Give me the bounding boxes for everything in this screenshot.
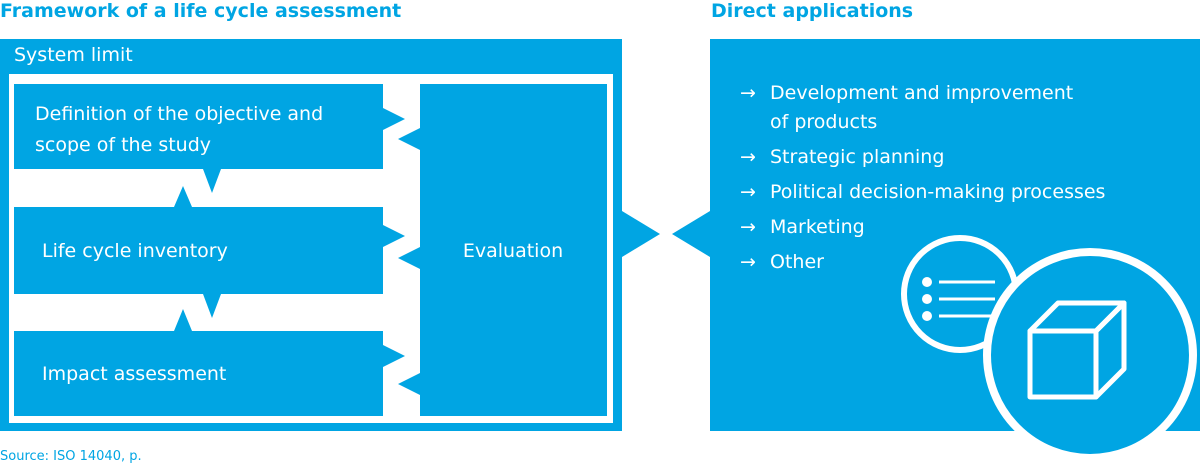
- arrow-right-icon: →: [740, 216, 756, 238]
- application-label: Marketing: [770, 216, 865, 238]
- impact-label: Impact assessment: [42, 363, 227, 385]
- arrow-right-icon: →: [740, 251, 756, 273]
- applications-list: → Development and improvement of product…: [740, 79, 1105, 283]
- impact-to-evaluation-arrow: [383, 345, 405, 367]
- application-label: Political decision-making processes: [770, 181, 1106, 203]
- inventory-box: [14, 186, 383, 318]
- application-label: Strategic planning: [770, 146, 945, 168]
- application-label: Development and improvement of products: [770, 82, 1074, 133]
- arrow-right-icon: →: [740, 181, 756, 203]
- evaluation-label: Evaluation: [462, 240, 564, 262]
- application-label: Other: [770, 251, 824, 273]
- cube-icon: [983, 248, 1197, 462]
- list-item: → Development and improvement of product…: [740, 79, 1105, 137]
- objective-label: Definition of the objective and scope of…: [35, 103, 324, 156]
- evaluation-box: [398, 84, 607, 416]
- inventory-to-evaluation-arrow: [383, 225, 405, 247]
- list-item: → Strategic planning: [740, 143, 1105, 172]
- objective-box: [14, 84, 383, 193]
- impact-box: [14, 309, 383, 416]
- objective-to-evaluation-arrow: [383, 108, 405, 130]
- source-note: Source: ISO 14040, p.: [0, 449, 142, 464]
- list-item: → Other: [740, 248, 1105, 277]
- applications-heading: Direct applications: [711, 0, 914, 22]
- inventory-label: Life cycle inventory: [42, 240, 228, 262]
- applications-to-framework-arrow: [672, 211, 710, 257]
- framework-heading: Framework of a life cycle assessment: [0, 0, 402, 22]
- list-item: → Political decision-making processes: [740, 178, 1105, 207]
- system-limit-label: System limit: [14, 44, 133, 66]
- framework-to-applications-arrow: [622, 211, 660, 257]
- arrow-right-icon: →: [740, 146, 756, 168]
- arrow-right-icon: →: [740, 82, 756, 104]
- list-item: → Marketing: [740, 213, 1105, 242]
